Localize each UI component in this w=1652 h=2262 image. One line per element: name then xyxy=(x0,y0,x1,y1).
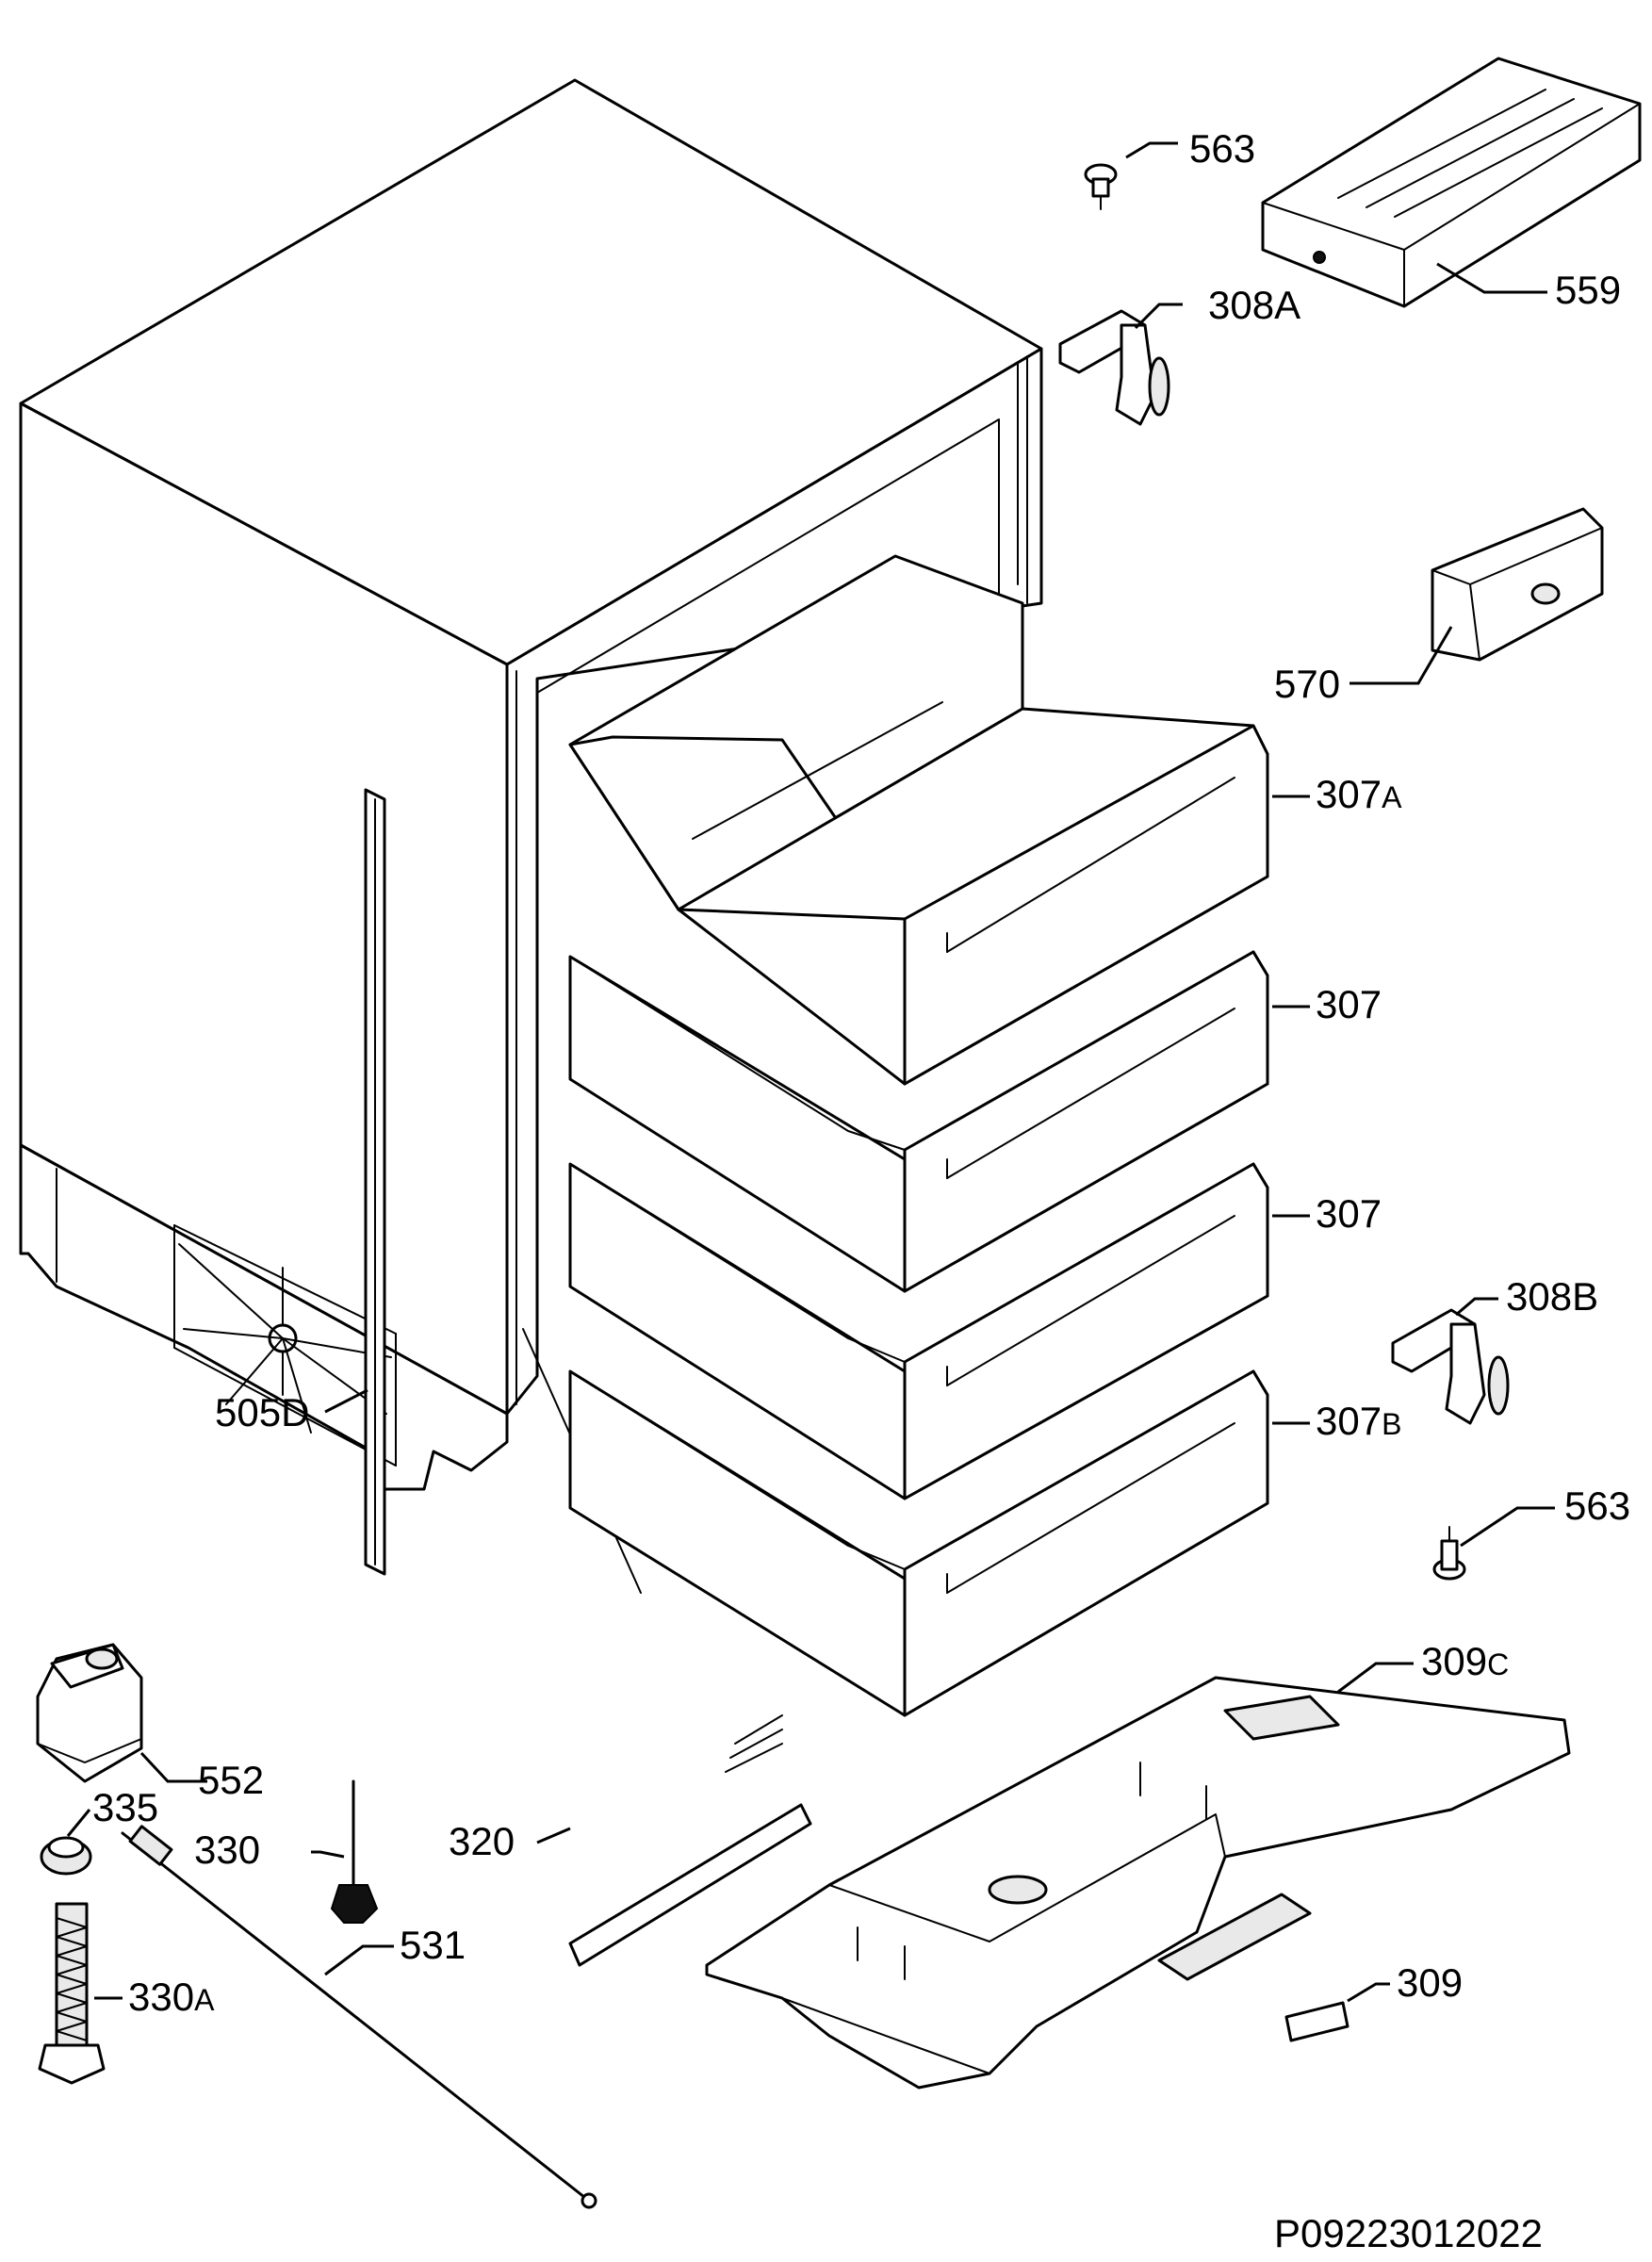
part-label-330: 330 xyxy=(194,1828,260,1872)
leader-lines xyxy=(66,141,1555,2003)
part-label-307-upper: 307 xyxy=(1316,982,1382,1026)
part-label-308A: 308A xyxy=(1208,283,1300,327)
part-label-559: 559 xyxy=(1555,268,1621,312)
part-label-308B: 308B xyxy=(1506,1274,1598,1319)
part-label-309C: 309C xyxy=(1421,1639,1509,1683)
leveling-foot-330 xyxy=(330,1779,379,1924)
part-label-505D: 505D xyxy=(215,1390,309,1434)
part-label-307B: 307B xyxy=(1316,1399,1401,1443)
screw-563-top xyxy=(1084,163,1118,210)
bracket-552 xyxy=(36,1643,143,1783)
drawer-307A xyxy=(568,554,1269,1086)
base-cover-309C xyxy=(705,1676,1571,2090)
drawer-307-lower xyxy=(568,1162,1269,1500)
ice-tray-559 xyxy=(1261,57,1642,308)
leveling-foot-330A xyxy=(38,1902,106,2085)
part-labels: 563 559 308A 570 307A 307 307 308B 307B … xyxy=(92,126,1630,2019)
part-label-309: 309 xyxy=(1397,1960,1463,2005)
strip-320 xyxy=(568,1714,812,1967)
part-label-330A: 330A xyxy=(128,1975,215,2019)
hinge-308B xyxy=(1391,1308,1510,1425)
part-label-320: 320 xyxy=(449,1819,515,1863)
part-label-307-lower: 307 xyxy=(1316,1191,1382,1236)
part-label-307A: 307A xyxy=(1316,772,1402,816)
shelf-570 xyxy=(1431,507,1604,662)
diagram-code: P09223012022 xyxy=(1274,2211,1543,2255)
part-label-563-bottom: 563 xyxy=(1564,1483,1630,1528)
part-label-552: 552 xyxy=(198,1758,264,1802)
part-label-563-top: 563 xyxy=(1189,126,1255,171)
door-handle-strip xyxy=(364,788,386,1576)
drawer-307-upper xyxy=(568,950,1269,1293)
label-309 xyxy=(1284,2001,1349,2042)
screw-563-bottom xyxy=(1432,1526,1466,1581)
part-label-531: 531 xyxy=(400,1923,466,1967)
part-label-570: 570 xyxy=(1274,662,1340,706)
drawer-307B xyxy=(568,1369,1269,1717)
part-label-335: 335 xyxy=(92,1785,158,1829)
hinge-308A xyxy=(1058,309,1170,426)
rod-531 xyxy=(121,1825,597,2209)
nut-335 xyxy=(40,1836,92,1876)
